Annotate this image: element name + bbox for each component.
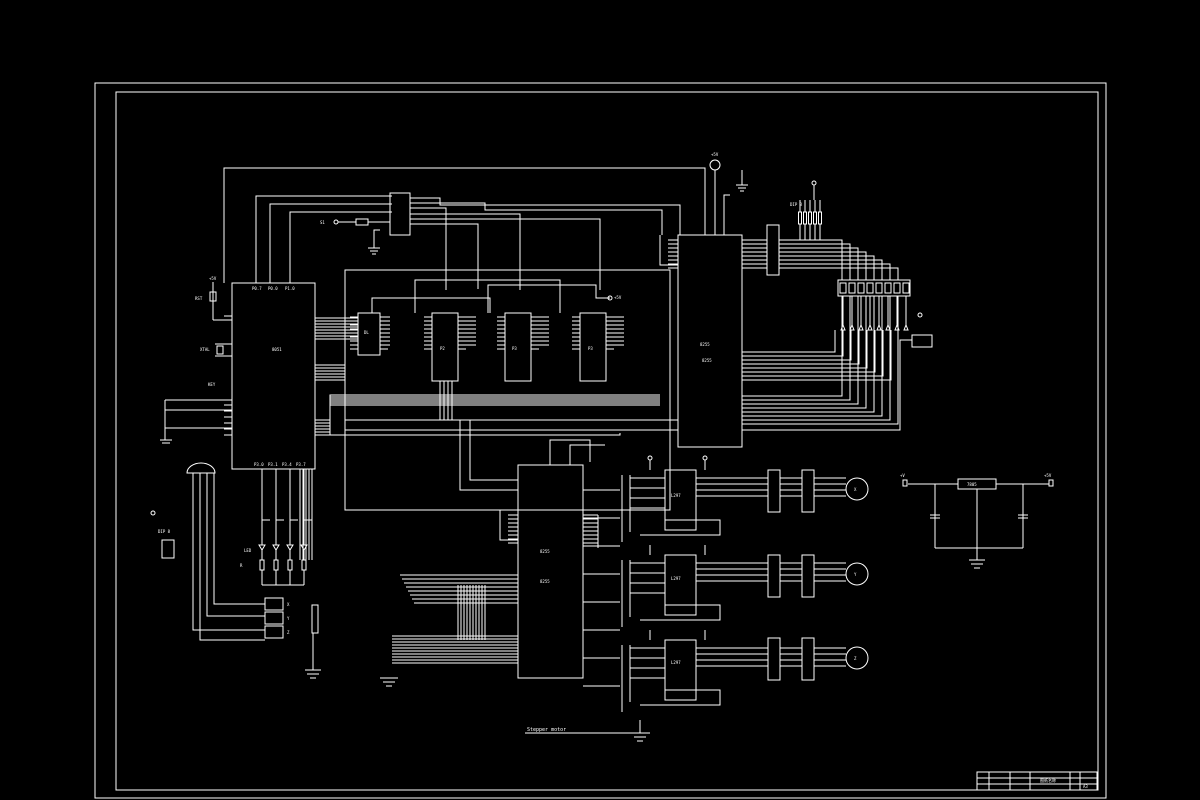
power-regulator: 7805 +V +5V — [900, 473, 1054, 569]
left-dip-switch: DIP 8 — [150, 510, 175, 559]
svg-text:P2: P2 — [440, 346, 445, 351]
motor-c: Z — [845, 646, 869, 670]
driver-c: L297 — [664, 639, 697, 701]
mcu-top-pin-0: P0.7 — [252, 286, 262, 291]
mcu-bottom-pin-3: P3.7 — [296, 462, 306, 467]
svg-text:DL: DL — [364, 330, 369, 335]
svg-text:8255: 8255 — [702, 358, 712, 363]
svg-text:P3: P3 — [512, 346, 517, 351]
svg-text:Y: Y — [287, 616, 290, 621]
svg-text:XTAL: XTAL — [200, 347, 210, 352]
bottom-caption: Stepper motor — [527, 727, 566, 733]
outer-frame — [94, 82, 1107, 799]
controller-bottom-bus — [392, 439, 620, 687]
controller-top: 8255 8255 — [677, 234, 743, 448]
svg-text:+5V: +5V — [209, 276, 217, 281]
driver-wires — [621, 455, 846, 712]
mcu-bottom-pin-0: P3.0 — [254, 462, 264, 467]
svg-text:R: R — [240, 563, 243, 568]
svg-text:8255: 8255 — [540, 579, 550, 584]
svg-text:L297: L297 — [671, 660, 681, 665]
title-block: 图纸名称 A3 — [976, 771, 1098, 791]
address-latch — [368, 192, 681, 290]
inner-frame — [115, 91, 1099, 791]
controller-right-bus — [659, 200, 912, 431]
led-row: LED R — [240, 548, 252, 568]
bus-frame — [344, 269, 671, 511]
svg-text:Y: Y — [854, 572, 857, 577]
svg-text:7805: 7805 — [967, 482, 977, 487]
mcu-top-pin-2: P1.0 — [285, 286, 295, 291]
title-drawing-name: 图纸名称 — [1040, 777, 1056, 783]
svg-text:Z: Z — [854, 656, 857, 661]
pin-ticks — [224, 404, 313, 586]
mcu-bottom-pin-2: P3.4 — [282, 462, 292, 467]
key-switches: KEY — [160, 382, 232, 444]
latch-chip-a: DL — [357, 312, 381, 356]
motor-b: Y — [845, 562, 869, 586]
svg-text:DIP 8: DIP 8 — [158, 529, 171, 534]
mcu-label: 8051 — [272, 347, 282, 352]
buffer-chip — [766, 224, 780, 276]
svg-text:S1: S1 — [320, 220, 325, 225]
driver-b: L297 — [664, 554, 697, 616]
svg-text:L297: L297 — [671, 576, 681, 581]
mcu-bottom-pin-1: P3.1 — [268, 462, 278, 467]
svg-text:+V: +V — [900, 473, 905, 478]
svg-text:LED: LED — [244, 548, 252, 553]
svg-text:KEY: KEY — [208, 382, 216, 387]
svg-text:X: X — [854, 487, 857, 492]
reset-circuit: +5V RST — [195, 276, 232, 321]
svg-text:+5V: +5V — [614, 295, 622, 300]
latch-chip-b: P2 — [431, 312, 459, 382]
axis-relays: X Y Z — [264, 597, 321, 679]
mcu-data-bus — [315, 316, 678, 541]
svg-text:8255: 8255 — [540, 549, 550, 554]
svg-text:Z: Z — [287, 630, 290, 635]
title-sheet: A3 — [1083, 784, 1088, 789]
latch-chip-d: P3 — [579, 312, 607, 382]
mcu-main-chip: 8051 P0.7 P0.0 P1.0 P3.0 P3.1 P3.4 P3.7 — [231, 282, 316, 470]
driver-a: L297 — [664, 469, 697, 531]
svg-text:P3: P3 — [588, 346, 593, 351]
controller-bottom: 8255 8255 — [517, 464, 584, 679]
svg-text:X: X — [287, 602, 290, 607]
switch-s1: S1 — [320, 218, 390, 226]
svg-text:+5V: +5V — [1044, 473, 1052, 478]
mcu-top-pin-1: P0.0 — [268, 286, 278, 291]
latch-chip-c: P3 — [504, 312, 532, 382]
dip-resistor-array: DIP 8 — [790, 180, 817, 207]
svg-text:DIP 8: DIP 8 — [790, 202, 803, 207]
svg-text:L297: L297 — [671, 493, 681, 498]
svg-text:+5V: +5V — [711, 152, 719, 157]
motor-a: X — [845, 477, 869, 501]
crystal-circuit: XTAL — [200, 343, 232, 357]
led-block — [911, 312, 933, 348]
svg-text:RST: RST — [195, 296, 203, 301]
connector-hood — [186, 462, 216, 474]
svg-text:8255: 8255 — [700, 342, 710, 347]
